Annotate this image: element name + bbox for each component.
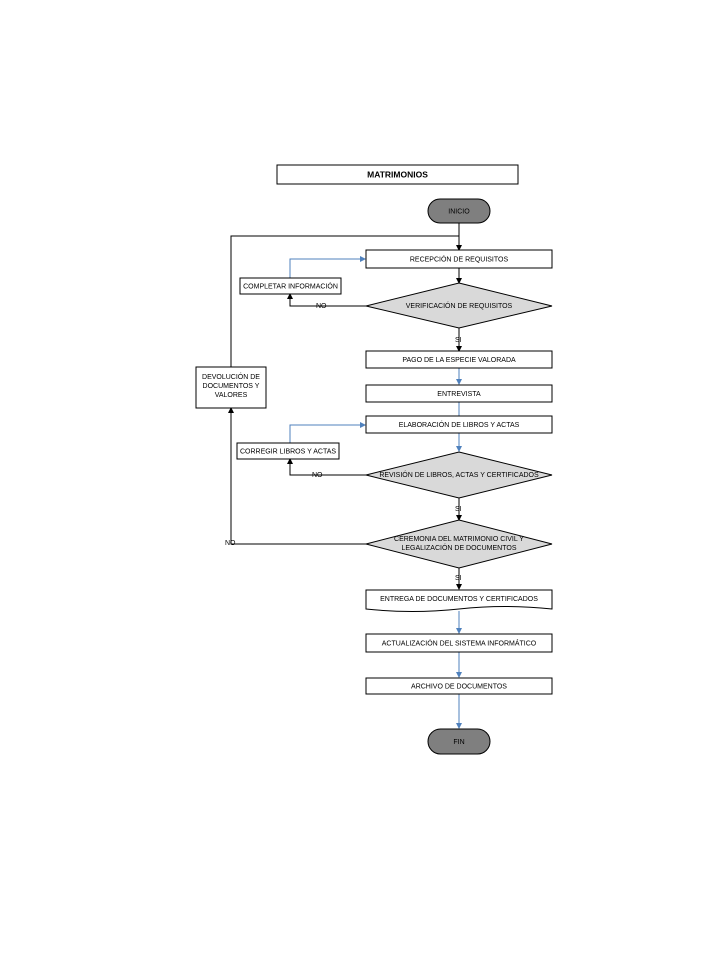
ceremony-yes-label: SI xyxy=(455,575,462,582)
interview-box xyxy=(365,384,553,403)
edge-ceremony-return xyxy=(228,407,366,545)
ceremony-label-line1: CEREMONIA DEL MATRIMONIO CIVIL Y xyxy=(394,536,524,543)
edge-correct-books xyxy=(289,422,366,443)
return-label-line2: DOCUMENTOS Y xyxy=(203,383,260,390)
reception-label: RECEPCIÓN DE REQUISITOS xyxy=(410,255,509,264)
edge-review-correct xyxy=(287,458,366,476)
edge-complete-reception xyxy=(289,256,366,278)
page-title: MATRIMONIOS xyxy=(367,170,428,180)
payment-box xyxy=(365,350,553,369)
return-label-line1: DEVOLUCIÓN DE xyxy=(202,372,260,381)
correct-books-label: CORREGIR LIBROS Y ACTAS xyxy=(240,449,336,456)
end-terminal xyxy=(427,728,491,755)
return-label-line3: VALORES xyxy=(215,392,248,399)
update-label: ACTUALIZACIÓN DEL SISTEMA INFORMÁTICO xyxy=(382,639,537,648)
verification-no-label: NO xyxy=(316,303,327,310)
edge-verification-complete xyxy=(287,293,366,307)
start-terminal xyxy=(427,198,491,224)
delivery-label: ENTREGA DE DOCUMENTOS Y CERTIFICADOS xyxy=(380,596,538,603)
verification-yes-label: SI xyxy=(455,337,462,344)
return-box xyxy=(195,366,267,409)
end-label: FIN xyxy=(453,739,464,746)
connectors xyxy=(228,223,462,729)
reception-box xyxy=(365,249,553,269)
complete-info-box xyxy=(239,277,342,295)
review-yes-label: SI xyxy=(455,506,462,513)
ceremony-decision xyxy=(365,519,553,569)
payment-label: PAGO DE LA ESPECIE VALORADA xyxy=(402,357,516,364)
archive-label: ARCHIVO DE DOCUMENTOS xyxy=(411,684,507,691)
interview-label: ENTREVISTA xyxy=(437,391,481,398)
title-box xyxy=(276,164,519,185)
archive-box xyxy=(365,677,553,695)
start-label: INICIO xyxy=(448,209,470,216)
ceremony-label-line2: LEGALIZACIÓN DE DOCUMENTOS xyxy=(401,543,516,552)
verification-label: VERIFICACIÓN DE REQUISITOS xyxy=(406,301,513,310)
correct-books-box xyxy=(236,442,340,460)
delivery-document xyxy=(365,589,553,612)
complete-info-label: COMPLETAR INFORMACIÓN xyxy=(243,282,338,291)
ceremony-no-label: NO xyxy=(225,540,236,547)
review-decision xyxy=(365,451,553,499)
verification-decision xyxy=(365,282,553,329)
books-box xyxy=(365,415,553,434)
update-box xyxy=(365,633,553,653)
review-label: REVISIÓN DE LIBROS, ACTAS Y CERTIFICADOS xyxy=(379,470,539,479)
review-no-label: NO xyxy=(312,472,323,479)
edge-return-reception xyxy=(230,235,459,367)
books-label: ELABORACIÓN DE LIBROS Y ACTAS xyxy=(399,420,520,429)
